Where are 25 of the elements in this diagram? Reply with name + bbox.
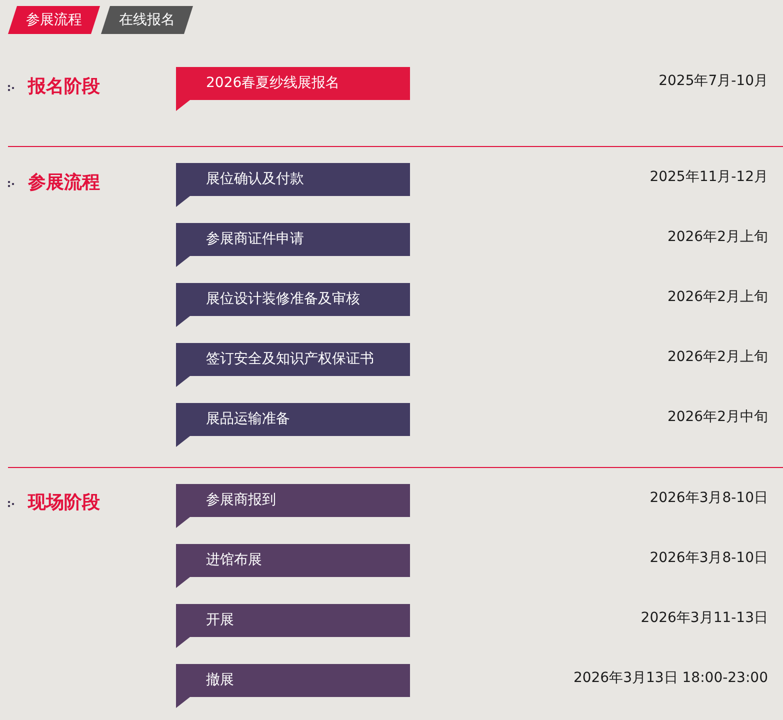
step-box: 展位确认及付款 — [176, 163, 410, 207]
active-tab: 参展流程 — [8, 6, 100, 34]
step-box: 签订安全及知识产权保证书 — [176, 343, 410, 387]
date-text: 2026年3月8-10日 — [650, 489, 768, 508]
date-text: 2026年2月上旬 — [667, 288, 768, 307]
section-heading: 报名阶段 — [28, 75, 100, 99]
date-text: 2026年2月上旬 — [667, 348, 768, 367]
step-box: 参展商证件申请 — [176, 223, 410, 267]
tab: 在线报名 — [101, 6, 193, 34]
section-heading: 参展流程 — [28, 171, 100, 195]
date-text: 2026年3月8-10日 — [650, 549, 768, 568]
date-text: 2025年7月-10月 — [658, 72, 768, 91]
date-text: 2026年2月中旬 — [667, 408, 768, 427]
date-text: 2026年3月11-13日 — [640, 609, 768, 628]
step-box: 进馆布展 — [176, 544, 410, 588]
date-text: 2026年3月13日 18:00-23:00 — [573, 669, 768, 688]
step-box: 展品运输准备 — [176, 403, 410, 447]
step-box: 撤展 — [176, 664, 410, 708]
section-heading: 现场阶段 — [28, 491, 100, 515]
date-text: 2025年11月-12月 — [650, 168, 768, 187]
date-text: 2026年2月上旬 — [667, 228, 768, 247]
step-box: 2026春夏纱线展报名 — [176, 67, 410, 111]
step-box: 参展商报到 — [176, 484, 410, 528]
step-box: 展位设计装修准备及审核 — [176, 283, 410, 327]
step-box: 开展 — [176, 604, 410, 648]
